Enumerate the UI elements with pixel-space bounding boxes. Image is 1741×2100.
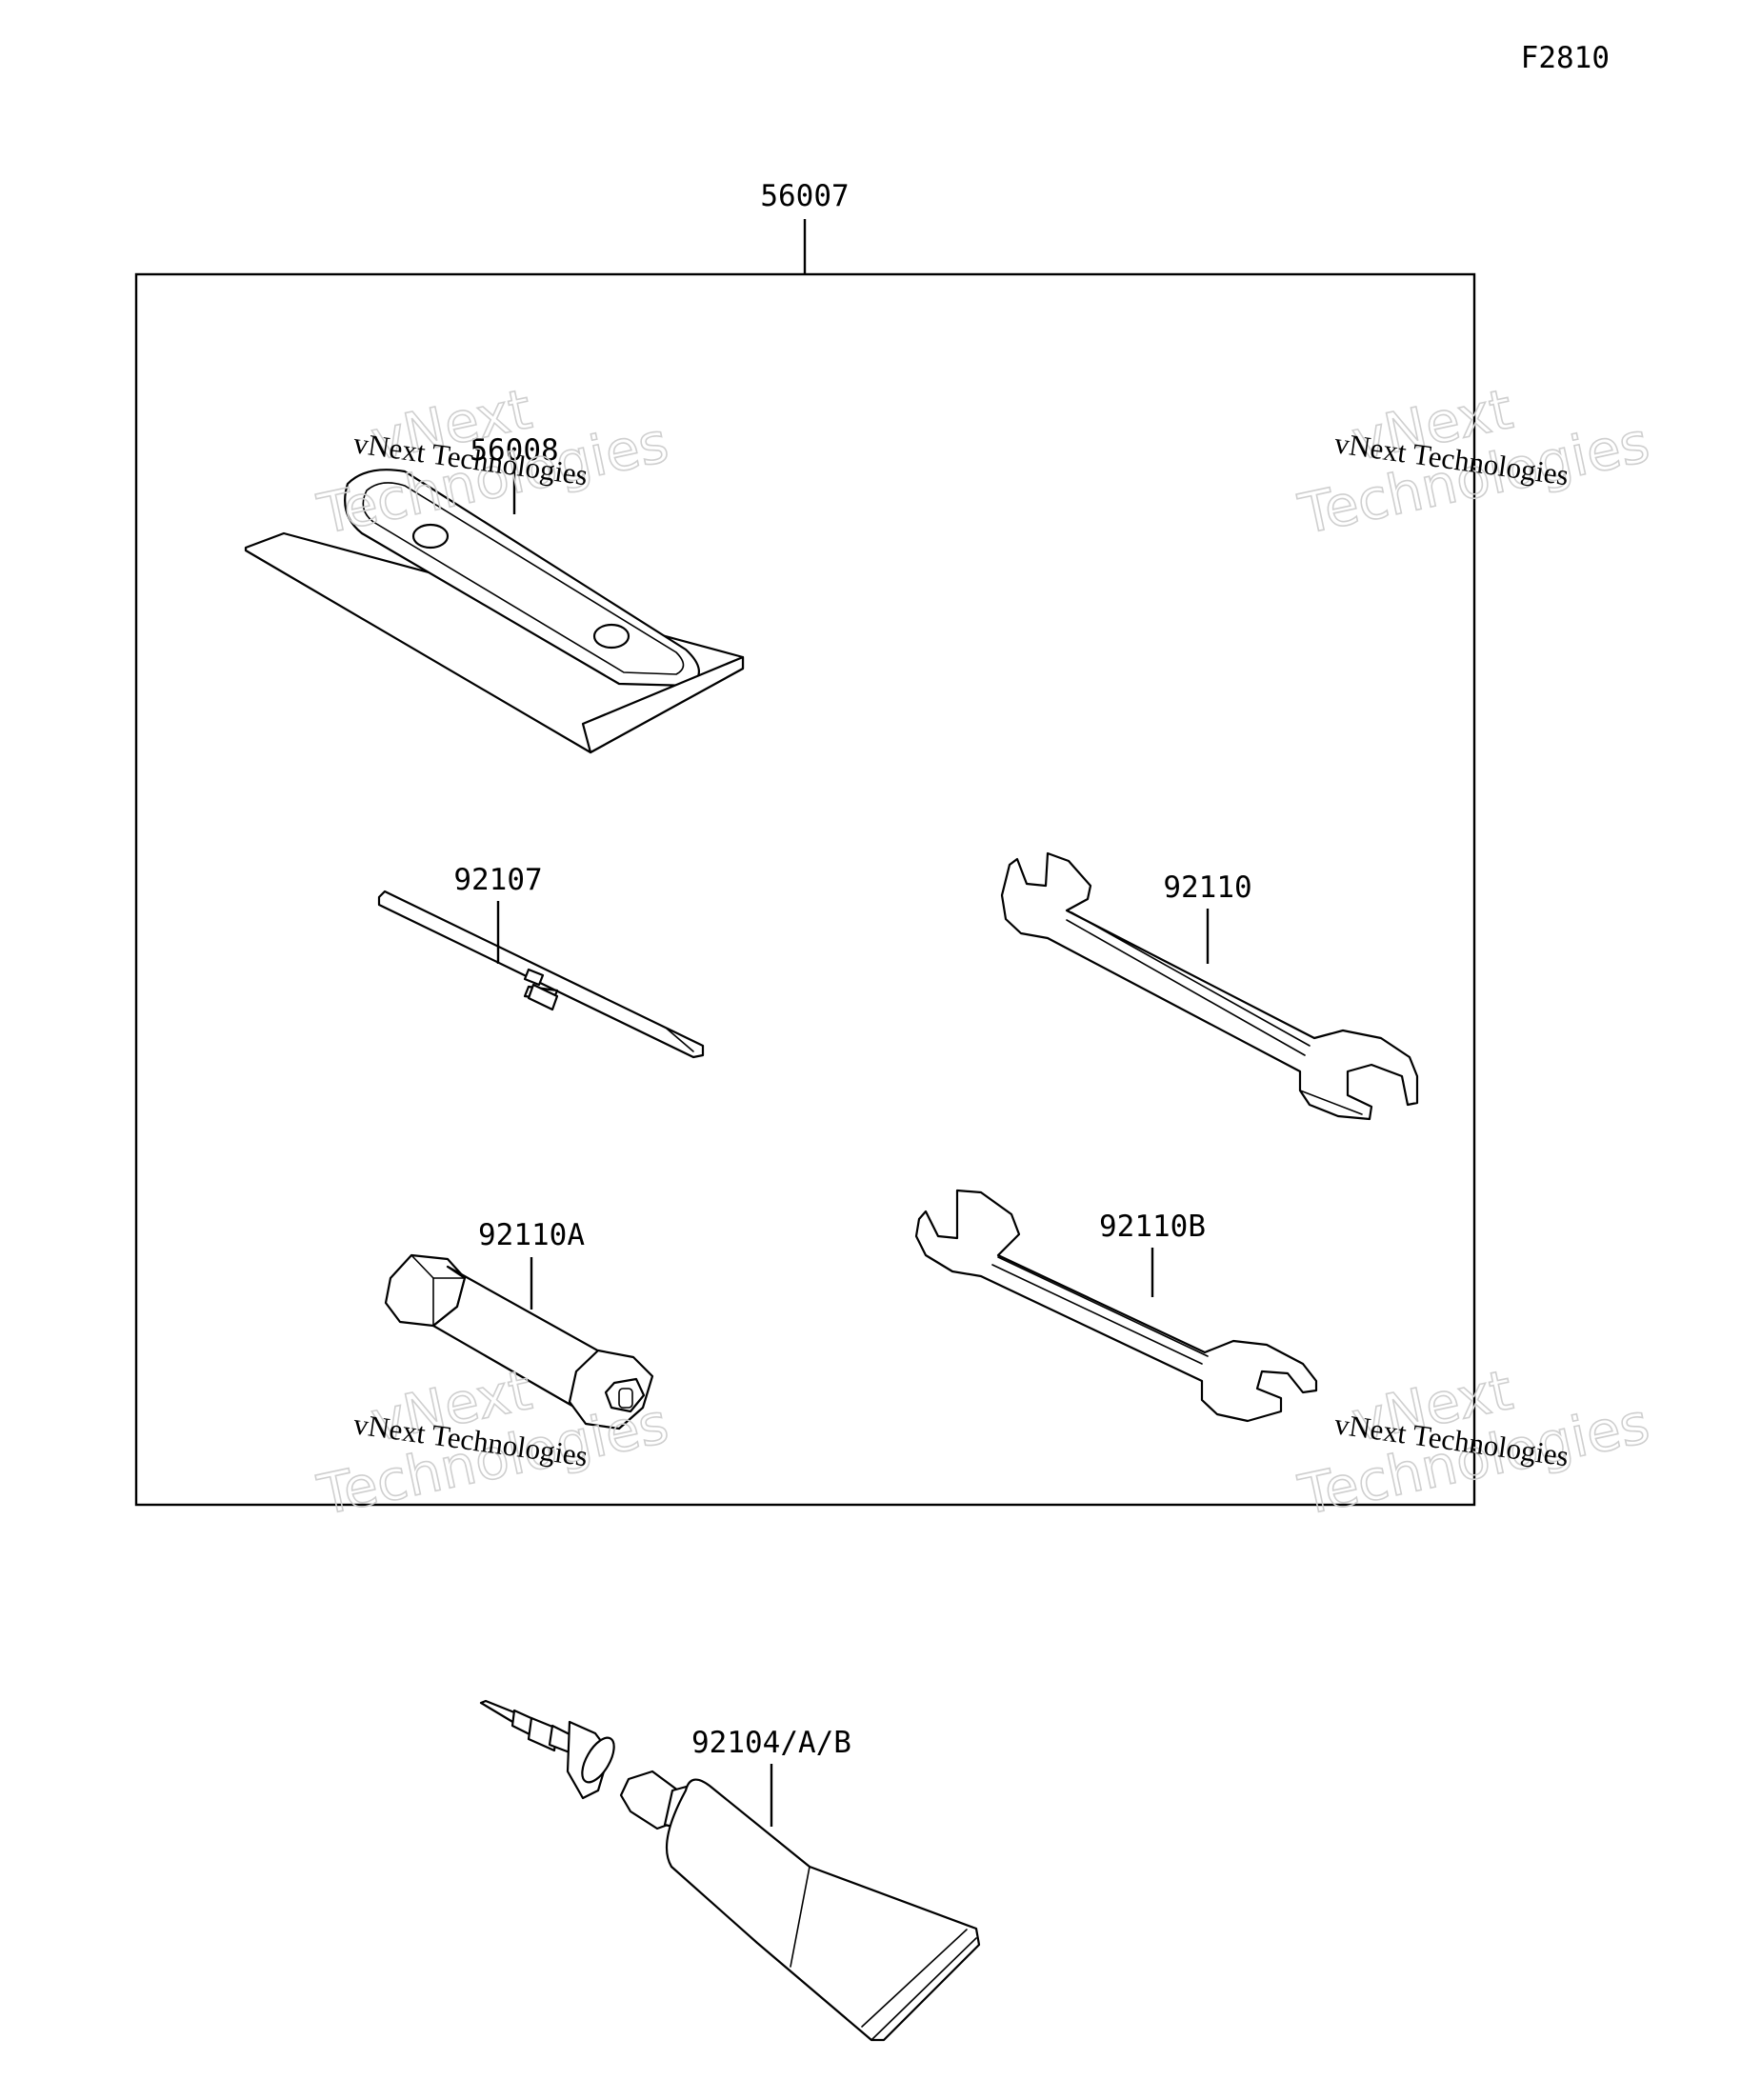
wrench-small[interactable] (914, 1189, 1318, 1423)
kit-frame (134, 272, 1476, 1507)
bag-part-number[interactable]: 56008 (470, 433, 558, 468)
tool-bag[interactable] (244, 469, 745, 754)
plug-wrench-part-number[interactable]: 92110A (478, 1218, 585, 1252)
tube-part-number[interactable]: 92104/A/B (691, 1726, 851, 1760)
kit-part-number[interactable]: 56007 (760, 179, 849, 213)
watermark-top-right: vNext Technologies vNext Technologies (1292, 375, 1655, 548)
tube[interactable] (479, 1699, 981, 2042)
wrench-large-part-number[interactable]: 92110 (1163, 870, 1251, 905)
plug-wrench[interactable] (384, 1253, 654, 1430)
screwdriver-part-number[interactable]: 92107 (453, 863, 542, 897)
wrench-small-part-number[interactable]: 92110B (1099, 1210, 1206, 1244)
wrench-large[interactable] (1000, 851, 1419, 1121)
figure-code: F2810 (1521, 41, 1610, 75)
screwdriver[interactable] (377, 890, 705, 1059)
watermark-bottom-right: vNext Technologies vNext Technologies (1292, 1356, 1655, 1529)
watermark-top-left: vNext Technologies vNext Technologies (311, 375, 674, 548)
